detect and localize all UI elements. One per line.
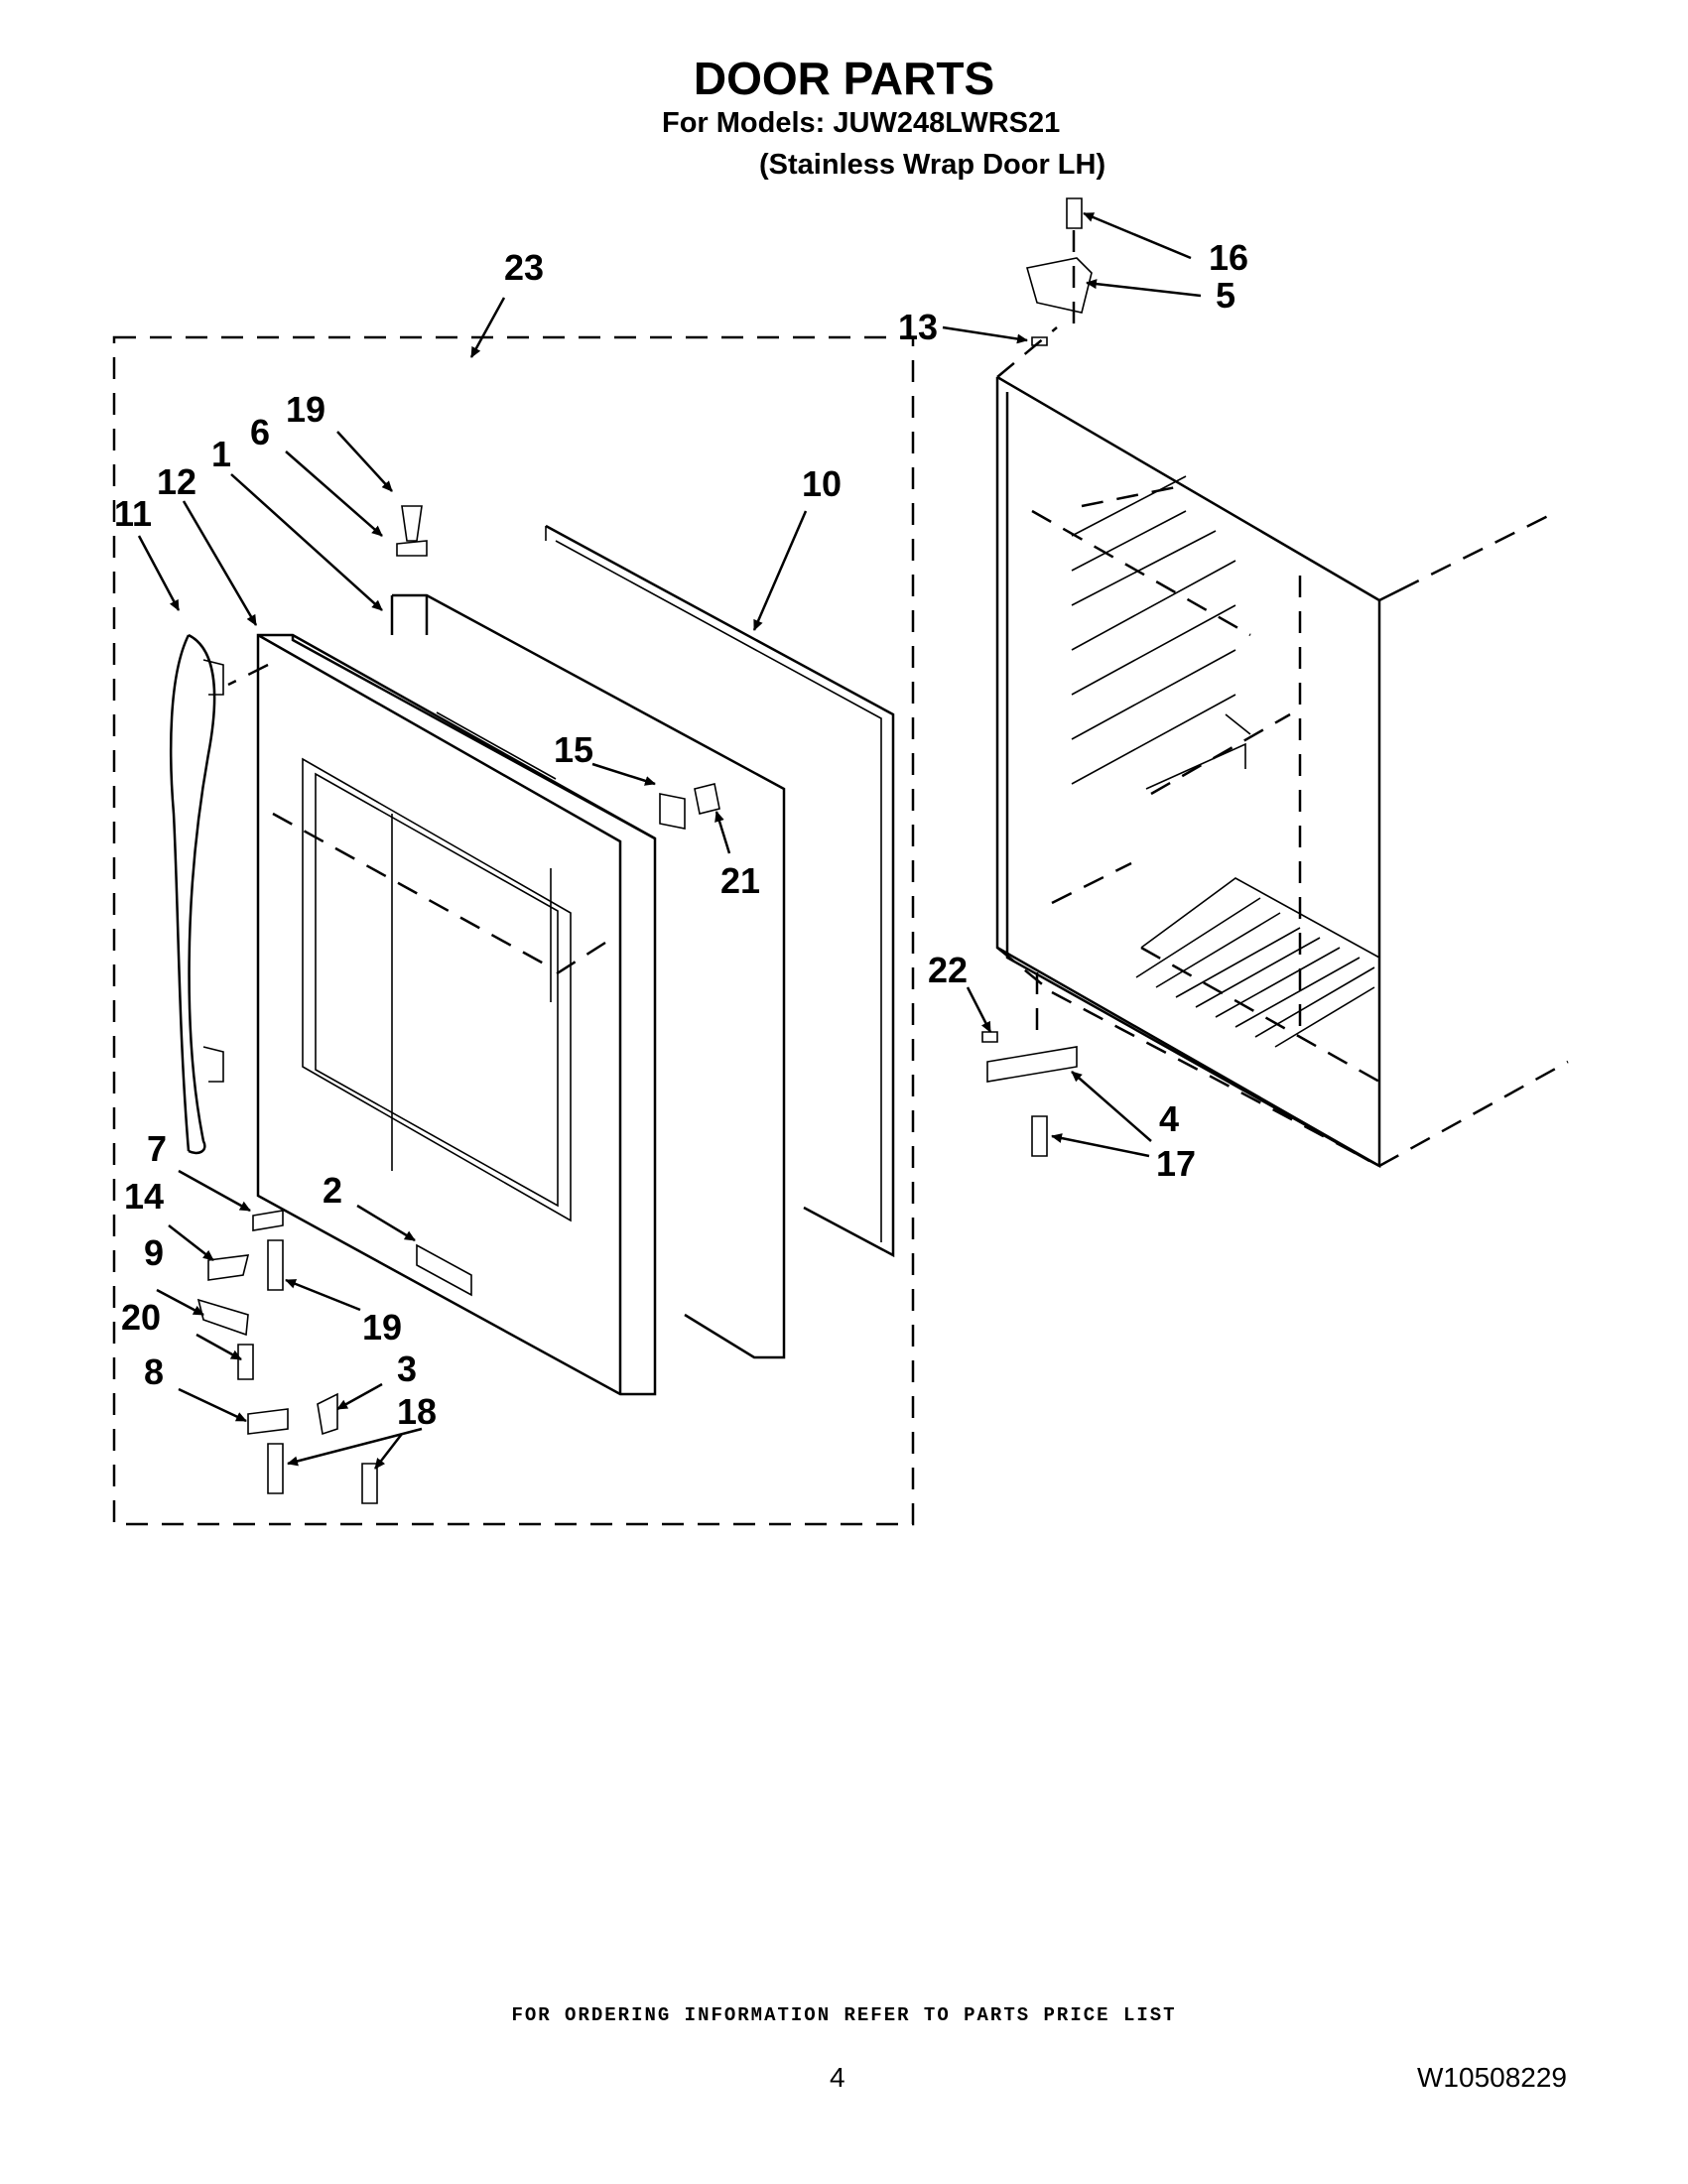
top-hinge-hardware — [981, 197, 1093, 1157]
callout-2: 2 — [323, 1170, 342, 1211]
callout-8: 8 — [144, 1351, 164, 1392]
callout-20: 20 — [121, 1297, 161, 1338]
callout-6: 6 — [250, 412, 270, 452]
door-gasket — [545, 524, 895, 1258]
callout-10: 10 — [802, 463, 842, 504]
callout-12: 12 — [157, 461, 196, 502]
callout-13: 13 — [898, 307, 938, 347]
callout-5: 5 — [1216, 275, 1235, 316]
variant-line: (Stainless Wrap Door LH) — [759, 149, 1106, 181]
document-number: W10508229 — [1417, 2062, 1568, 2093]
callout-21: 21 — [720, 860, 760, 901]
door-assembly-boundary — [112, 335, 915, 1526]
callout-22: 22 — [928, 950, 968, 990]
callout-16: 16 — [1209, 237, 1248, 278]
callout-19-bottom: 19 — [362, 1307, 402, 1348]
callout-11: 11 — [114, 493, 152, 534]
callout-labels: 23 19 6 1 12 11 10 15 21 7 14 9 20 8 2 1… — [114, 237, 1248, 1432]
door-hardware — [196, 505, 720, 1504]
callout-18: 18 — [397, 1391, 437, 1432]
callout-23: 23 — [504, 247, 544, 288]
callout-15: 15 — [554, 729, 593, 770]
ordering-note: FOR ORDERING INFORMATION REFER TO PARTS … — [511, 2004, 1177, 2026]
outer-door-panel — [256, 633, 657, 1396]
callout-14: 14 — [124, 1176, 164, 1217]
callout-pointers — [137, 211, 1202, 1470]
page-title: DOOR PARTS — [693, 53, 995, 104]
page-number: 4 — [830, 2062, 845, 2093]
callout-7: 7 — [147, 1128, 167, 1169]
callout-1: 1 — [211, 434, 231, 474]
inner-door-liner — [390, 593, 786, 1359]
cabinet — [995, 326, 1569, 1169]
callout-19-top: 19 — [286, 389, 325, 430]
door-handle — [169, 633, 224, 1155]
callout-17: 17 — [1156, 1143, 1196, 1184]
models-line: For Models: JUW248LWRS21 — [662, 107, 1061, 139]
callout-9: 9 — [144, 1232, 164, 1273]
callout-3: 3 — [397, 1349, 417, 1389]
callout-4: 4 — [1159, 1098, 1179, 1139]
